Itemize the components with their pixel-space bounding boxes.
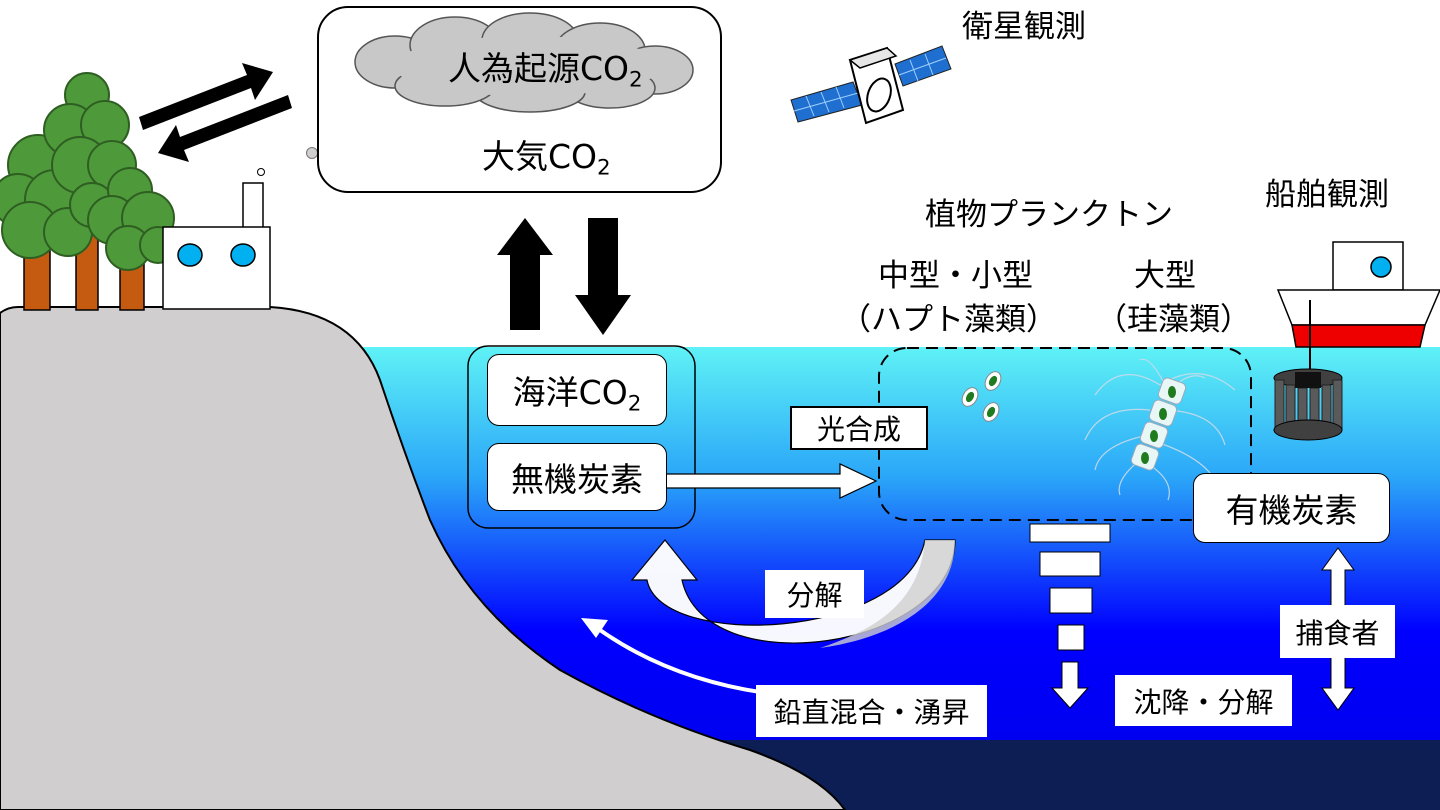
- arrow-from-atmosphere: [158, 95, 292, 162]
- bubble-small: [306, 147, 318, 159]
- rosette-sampler: [1273, 368, 1343, 441]
- factory: [162, 168, 271, 310]
- haptophyte-cells: [961, 371, 1002, 422]
- arrow-air-to-ocean: [575, 218, 631, 335]
- predators-tag: 捕食者: [1280, 605, 1395, 658]
- atmospheric-co2-label: 大気CO2: [482, 137, 611, 181]
- satellite: [790, 45, 952, 125]
- arrow-to-atmosphere: [139, 63, 273, 130]
- diatom-label: （珪藻類）: [1096, 302, 1251, 338]
- inorganic-carbon-label: 無機炭素: [511, 460, 643, 499]
- predators-label: 捕食者: [1295, 616, 1380, 650]
- ocean-co2-box: 海洋CO2: [487, 354, 667, 426]
- vertical-mixing-label: 鉛直混合・湧昇: [773, 696, 970, 729]
- land-cliff: [0, 306, 847, 810]
- sinking-label: 沈降・分解: [1133, 685, 1274, 719]
- ship: [1276, 241, 1440, 372]
- upwelling-arrowhead: [581, 618, 608, 638]
- decomposition-label: 分解: [786, 579, 843, 612]
- large-label: 大型: [1134, 258, 1196, 294]
- photosynthesis-arrow: [665, 463, 878, 499]
- decomposition-tag: 分解: [765, 570, 864, 618]
- photosynthesis-label: 光合成: [816, 413, 901, 446]
- ocean-co2-label: 海洋CO2: [512, 373, 642, 417]
- forest: [0, 72, 177, 311]
- diatom-chain: [1084, 358, 1236, 501]
- inorganic-carbon-box: 無機炭素: [487, 443, 667, 511]
- haptophyte-label: （ハプト藻類）: [840, 302, 1057, 338]
- anthropogenic-cloud: [354, 12, 694, 113]
- organic-carbon-box: 有機炭素: [1193, 473, 1390, 543]
- anthropogenic-co2-label: 人為起源CO2: [448, 49, 643, 93]
- ocean-co2-container: [467, 345, 696, 529]
- organic-carbon-label: 有機炭素: [1225, 491, 1358, 530]
- ship-observation-label: 船舶観測: [1265, 177, 1389, 213]
- phytoplankton-title: 植物プランクトン: [925, 197, 1173, 233]
- arrow-ocean-to-air: [497, 218, 553, 330]
- vertical-mixing-tag: 鉛直混合・湧昇: [756, 685, 987, 737]
- sinking-particles: [1029, 523, 1111, 709]
- satellite-observation-label: 衛星観測: [962, 9, 1086, 45]
- photosynthesis-tag: 光合成: [790, 406, 928, 450]
- small-medium-label: 中型・小型: [878, 258, 1033, 294]
- sinking-tag: 沈降・分解: [1115, 675, 1292, 726]
